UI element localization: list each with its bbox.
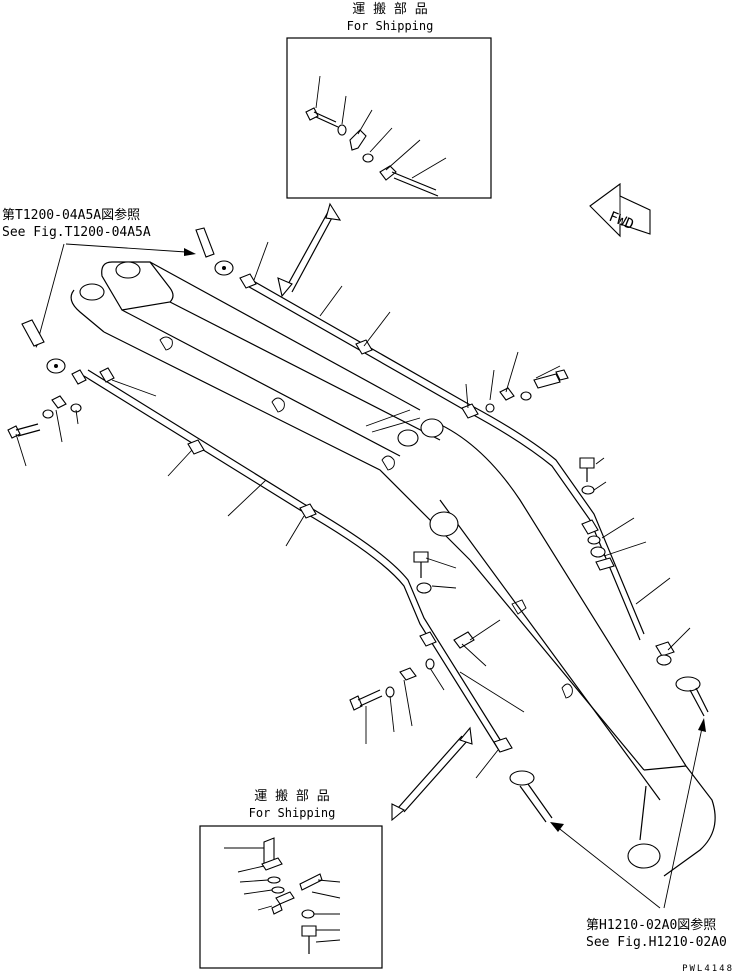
inset-bolt (305, 107, 339, 128)
upper-clamp-4 (581, 519, 599, 535)
left-hose-fitting (21, 319, 66, 374)
bottom-inset-link-arrow (391, 726, 473, 822)
inset-pipe (391, 171, 439, 197)
upper-clamp-1 (239, 273, 257, 289)
ref-top-arrowhead-right (184, 248, 196, 256)
bottom-inset-title-jp: 運 搬 部 品 (254, 789, 329, 804)
bottom-inset-title-en: For Shipping (249, 806, 336, 820)
inset-washer (337, 124, 347, 136)
upper-clamp-5 (655, 641, 675, 657)
ref-bottom-en: See Fig.H1210-02A0 (586, 935, 727, 950)
ref-top-leaders (37, 243, 187, 341)
ref-bottom-arrowhead-left (550, 822, 564, 832)
lower-clamp-4 (493, 737, 513, 753)
lower-pipe-run (83, 369, 513, 753)
main-leaders (15, 241, 691, 779)
bottom-shipping-inset: 運 搬 部 品 For Shipping (199, 789, 383, 969)
top-inset-title-en: For Shipping (347, 19, 434, 33)
right-mid-fastener-group (579, 457, 709, 717)
ref-top-jp: 第T1200-04A5A図参照 (2, 207, 140, 223)
top-shipping-inset: 運 搬 部 品 For Shipping (286, 2, 492, 199)
upper-pipe-run (239, 273, 675, 657)
inset-clip (349, 129, 367, 151)
upper-clamp-2 (355, 339, 373, 355)
inset-ring (362, 153, 374, 163)
top-inset-link-arrow (277, 202, 342, 298)
upper-clamp-3 (461, 403, 479, 419)
right-top-fastener-group (485, 369, 569, 413)
inset-clamp (379, 165, 397, 181)
ref-bottom-arrowhead-right (698, 718, 706, 732)
lower-clamp-2 (299, 503, 317, 519)
ref-top-en: See Fig.T1200-04A5A (2, 225, 151, 240)
center-fastener-group (349, 551, 475, 711)
inset-leaders (315, 75, 447, 179)
fwd-direction-arrow: FWD (589, 182, 651, 238)
left-fastener-group (7, 367, 115, 439)
right-hose-fitting (195, 227, 234, 276)
ref-bottom-leaders (555, 727, 703, 909)
lower-clamp-3 (419, 631, 437, 647)
drawing-code: PWL4148 (682, 964, 734, 974)
bottom-hose-end (509, 770, 553, 823)
top-inset-title-jp: 運 搬 部 品 (352, 2, 427, 17)
boom-structure (70, 261, 716, 877)
ref-bottom-jp: 第H1210-02A0図参照 (586, 917, 716, 933)
